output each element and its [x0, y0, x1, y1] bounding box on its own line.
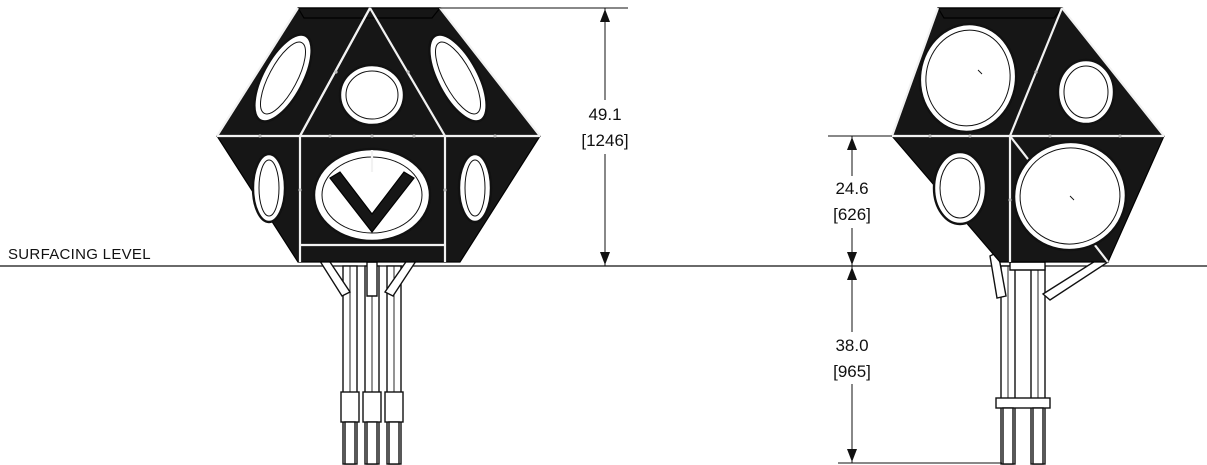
arrow-up-icon — [847, 137, 857, 150]
above-surface-dimension: 24.6 [626] — [820, 135, 892, 266]
side-legs — [989, 250, 1110, 465]
arrow-up-icon — [600, 9, 610, 22]
climber-side-view — [890, 7, 1165, 465]
side-rivets — [928, 70, 1122, 202]
front-legs — [316, 255, 420, 465]
below-surface-value: 38.0 — [835, 336, 868, 355]
arrow-down-icon — [600, 252, 610, 265]
overall-height-metric: [1246] — [581, 131, 628, 150]
overall-height-value: 49.1 — [588, 105, 621, 124]
above-surface-value: 24.6 — [835, 179, 868, 198]
overall-height-dimension: 49.1 [1246] — [440, 7, 638, 266]
below-surface-metric: [965] — [833, 362, 871, 381]
arrow-down-icon — [847, 449, 857, 462]
front-ports — [251, 33, 493, 243]
arrow-up-icon — [847, 267, 857, 280]
arrow-down-icon — [847, 252, 857, 265]
above-surface-metric: [626] — [833, 205, 871, 224]
side-ports — [918, 22, 1128, 252]
climber-front-view — [216, 7, 541, 465]
front-rivets — [258, 70, 497, 192]
below-surface-dimension: 38.0 [965] — [820, 266, 1002, 464]
surfacing-level-label: SURFACING LEVEL — [8, 246, 151, 263]
